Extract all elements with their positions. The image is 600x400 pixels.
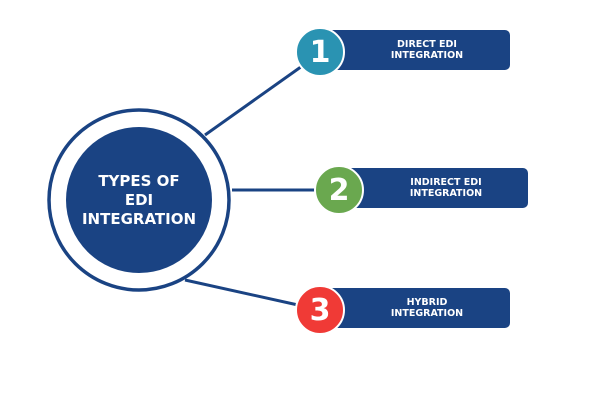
item-number-2: 2 [314, 165, 364, 215]
center-title: TYPES OF EDI INTEGRATION [81, 172, 197, 228]
connector-3 [184, 278, 299, 307]
item-number-1: 1 [295, 27, 345, 77]
center-circle [66, 127, 212, 273]
item-label-2: INDIRECT EDI INTEGRATION [340, 168, 528, 208]
item-label-1: DIRECT EDI INTEGRATION [320, 30, 510, 70]
item-label-3: HYBRID INTEGRATION [320, 288, 510, 328]
connector-1 [204, 62, 306, 137]
item-number-3: 3 [295, 285, 345, 335]
